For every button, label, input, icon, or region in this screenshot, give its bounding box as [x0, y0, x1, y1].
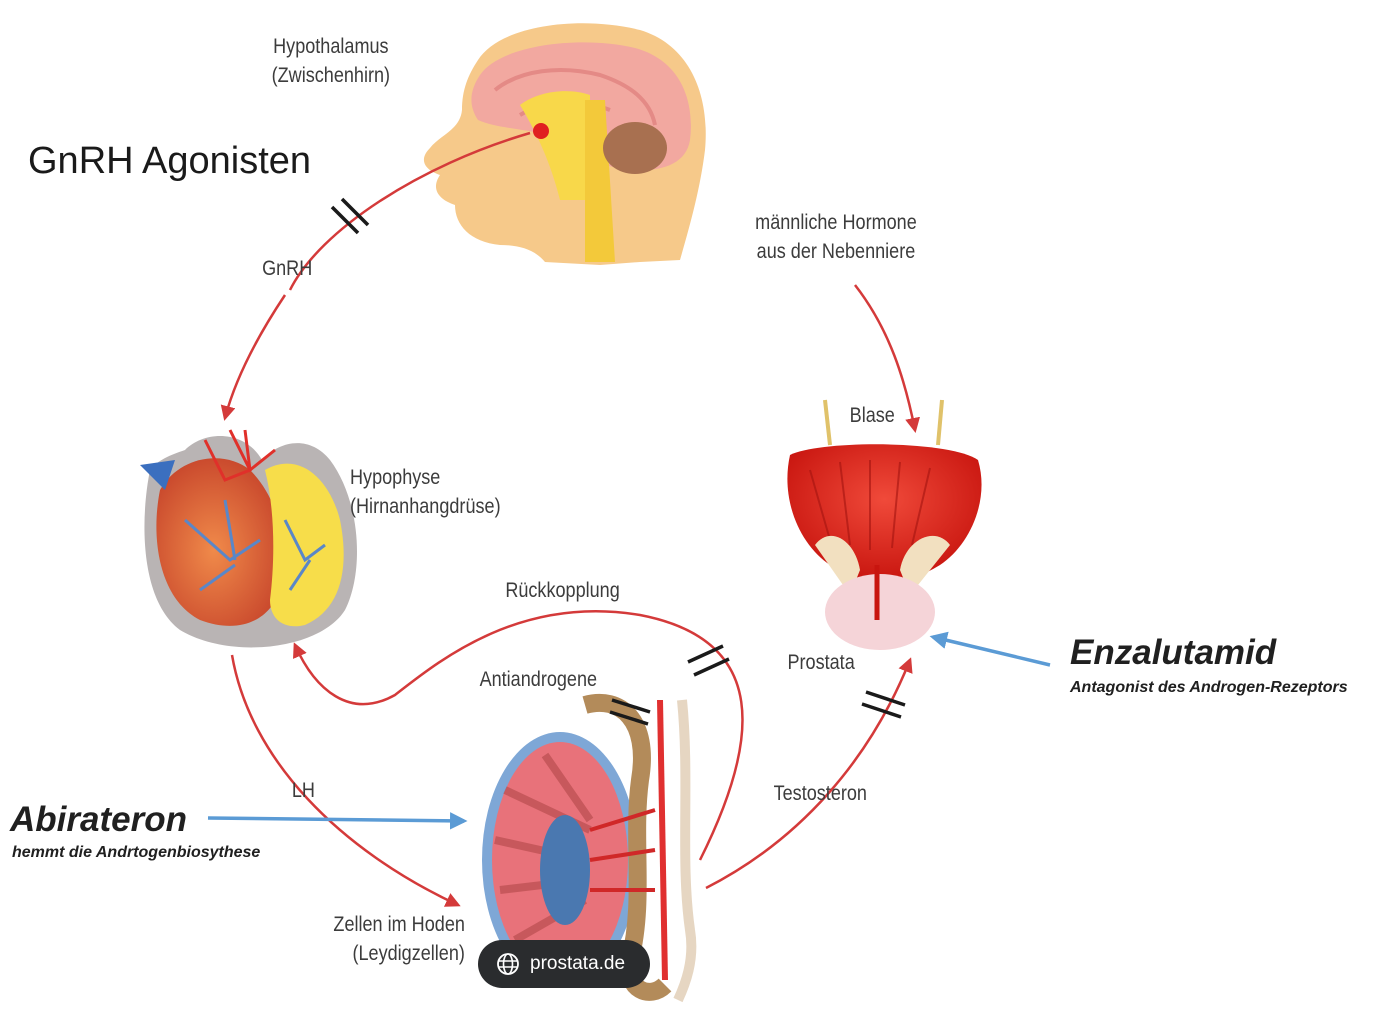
source-badge[interactable]: prostata.de [478, 940, 650, 988]
label-rueckkopplung: Rückkopplung [505, 576, 619, 605]
label-hoden: Zellen im Hoden (Leydigzellen) [333, 910, 464, 968]
label-antiandrogene: Antiandrogene [480, 665, 597, 694]
arrow-enzalutamid [933, 637, 1050, 665]
label-hypothalamus: Hypothalamus (Zwischenhirn) [272, 32, 390, 90]
bladder-prostate-illustration [787, 400, 981, 650]
head-brain-illustration [424, 23, 706, 265]
label-blase: Blase [850, 401, 895, 430]
annotation-abirateron-desc: hemmt die Andrtogenbiosythese [12, 844, 260, 862]
label-hypophyse: Hypophyse (Hirnanhangdrüse) [350, 463, 501, 521]
arrow-gnrh-lower [225, 295, 285, 418]
annotation-gnrh-agonisten: GnRH Agonisten [28, 140, 311, 183]
annotation-enzalutamid: Enzalutamid [1070, 633, 1276, 673]
label-prostata: Prostata [787, 648, 854, 677]
block-mark-gnrh [332, 199, 368, 233]
label-testosteron: Testosteron [774, 779, 867, 808]
pituitary-illustration [140, 430, 357, 647]
annotation-abirateron: Abirateron [10, 800, 187, 840]
arrow-testosteron [706, 660, 910, 888]
block-mark-rueckkopplung [688, 646, 729, 675]
label-gnrh: GnRH [262, 254, 312, 283]
label-lh: LH [292, 776, 315, 805]
annotation-enzalutamid-desc: Antagonist des Androgen-Rezeptors [1070, 679, 1348, 697]
globe-icon [496, 952, 520, 976]
source-label: prostata.de [530, 953, 625, 975]
arrow-abirateron [208, 818, 464, 821]
arrow-lh [232, 655, 458, 905]
label-nebenniere: männliche Hormone aus der Nebenniere [755, 208, 917, 266]
